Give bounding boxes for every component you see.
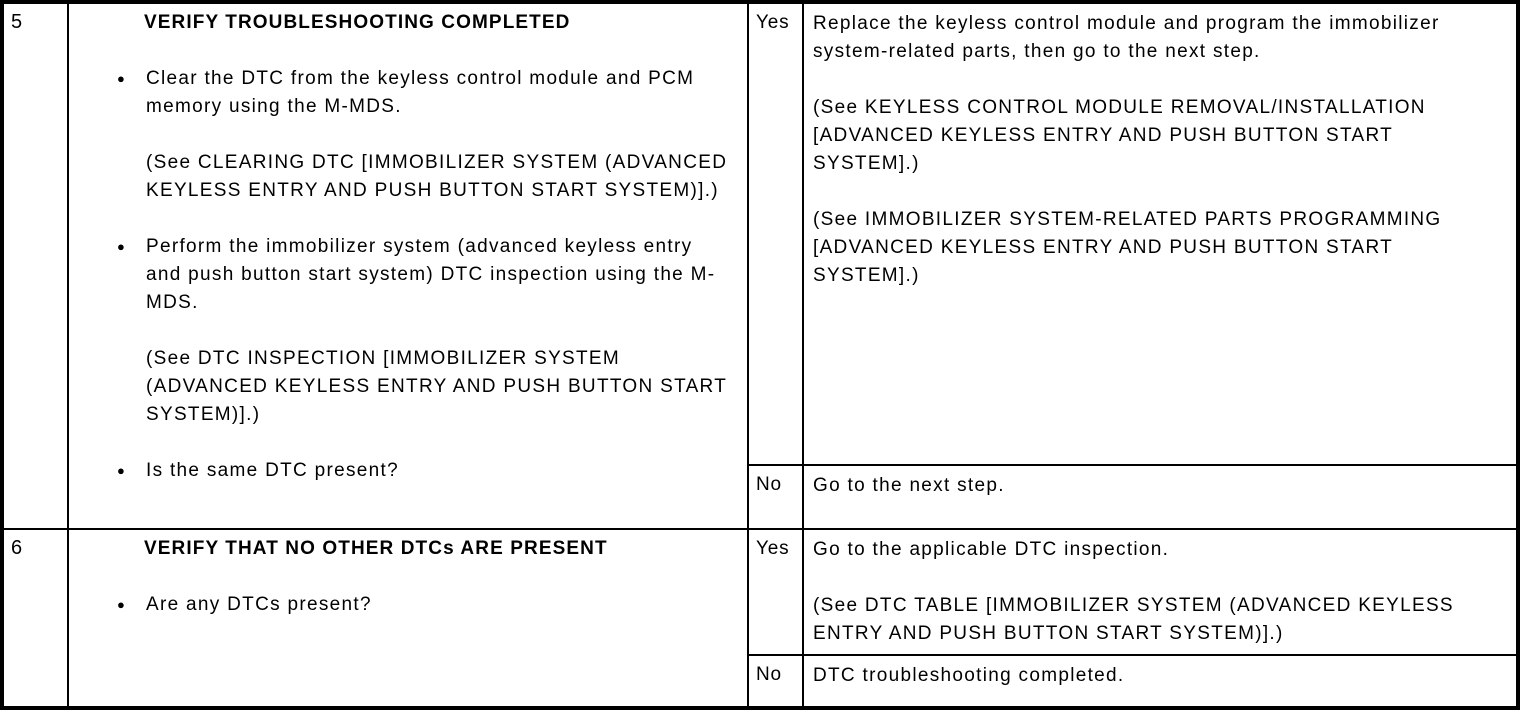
see-reference: (See CLEARING DTC [IMMOBILIZER SYSTEM (A… bbox=[146, 152, 728, 201]
no-label: No bbox=[756, 474, 782, 495]
inspection-cell: VERIFY THAT NO OTHER DTCs ARE PRESENT ● … bbox=[69, 530, 747, 706]
no-action-cell: DTC troubleshooting completed. bbox=[804, 656, 1516, 706]
step-number: 6 bbox=[11, 537, 23, 559]
bullet-icon: ● bbox=[117, 463, 127, 478]
yes-action-cell: Replace the keyless control module and p… bbox=[804, 4, 1516, 464]
see-reference: (See IMMOBILIZER SYSTEM-RELATED PARTS PR… bbox=[813, 209, 1442, 286]
inspection-bullet: ● Clear the DTC from the keyless control… bbox=[117, 65, 729, 121]
see-reference: (See DTC TABLE [IMMOBILIZER SYSTEM (ADVA… bbox=[813, 595, 1454, 644]
bullet-icon: ● bbox=[117, 239, 127, 254]
see-reference: (See KEYLESS CONTROL MODULE REMOVAL/INST… bbox=[813, 97, 1426, 174]
bullet-text: Clear the DTC from the keyless control m… bbox=[146, 68, 695, 117]
bullet-text: Are any DTCs present? bbox=[146, 594, 372, 615]
bullet-icon: ● bbox=[117, 71, 127, 86]
inspection-bullet: ● Perform the immobilizer system (advanc… bbox=[117, 233, 729, 317]
no-label: No bbox=[756, 664, 782, 685]
no-action-cell: Go to the next step. bbox=[804, 466, 1516, 528]
bullet-text: Is the same DTC present? bbox=[146, 460, 399, 481]
yes-label: Yes bbox=[756, 12, 790, 33]
inspection-title: VERIFY TROUBLESHOOTING COMPLETED bbox=[144, 12, 571, 33]
yes-flag-cell: Yes bbox=[749, 4, 802, 464]
inspection-cell: VERIFY TROUBLESHOOTING COMPLETED ● Clear… bbox=[69, 4, 747, 528]
action-text: Go to the next step. bbox=[813, 475, 1005, 496]
inspection-bullet: ● Are any DTCs present? bbox=[117, 591, 729, 619]
inspection-title: VERIFY THAT NO OTHER DTCs ARE PRESENT bbox=[144, 538, 608, 559]
no-flag-cell: No bbox=[749, 656, 802, 706]
yes-flag-cell: Yes bbox=[749, 530, 802, 654]
action-text: Replace the keyless control module and p… bbox=[813, 13, 1440, 62]
bullet-icon: ● bbox=[117, 597, 127, 612]
bullet-text: Perform the immobilizer system (advanced… bbox=[146, 236, 716, 313]
step-number-cell: 6 bbox=[4, 530, 67, 706]
no-flag-cell: No bbox=[749, 466, 802, 528]
action-text: Go to the applicable DTC inspection. bbox=[813, 539, 1170, 560]
see-reference: (See DTC INSPECTION [IMMOBILIZER SYSTEM … bbox=[146, 348, 727, 425]
yes-label: Yes bbox=[756, 538, 790, 559]
step-number: 5 bbox=[11, 11, 23, 33]
step-number-cell: 5 bbox=[4, 4, 67, 528]
inspection-bullet: ● Is the same DTC present? bbox=[117, 457, 729, 485]
yes-action-cell: Go to the applicable DTC inspection. (Se… bbox=[804, 530, 1516, 654]
action-text: DTC troubleshooting completed. bbox=[813, 665, 1125, 686]
